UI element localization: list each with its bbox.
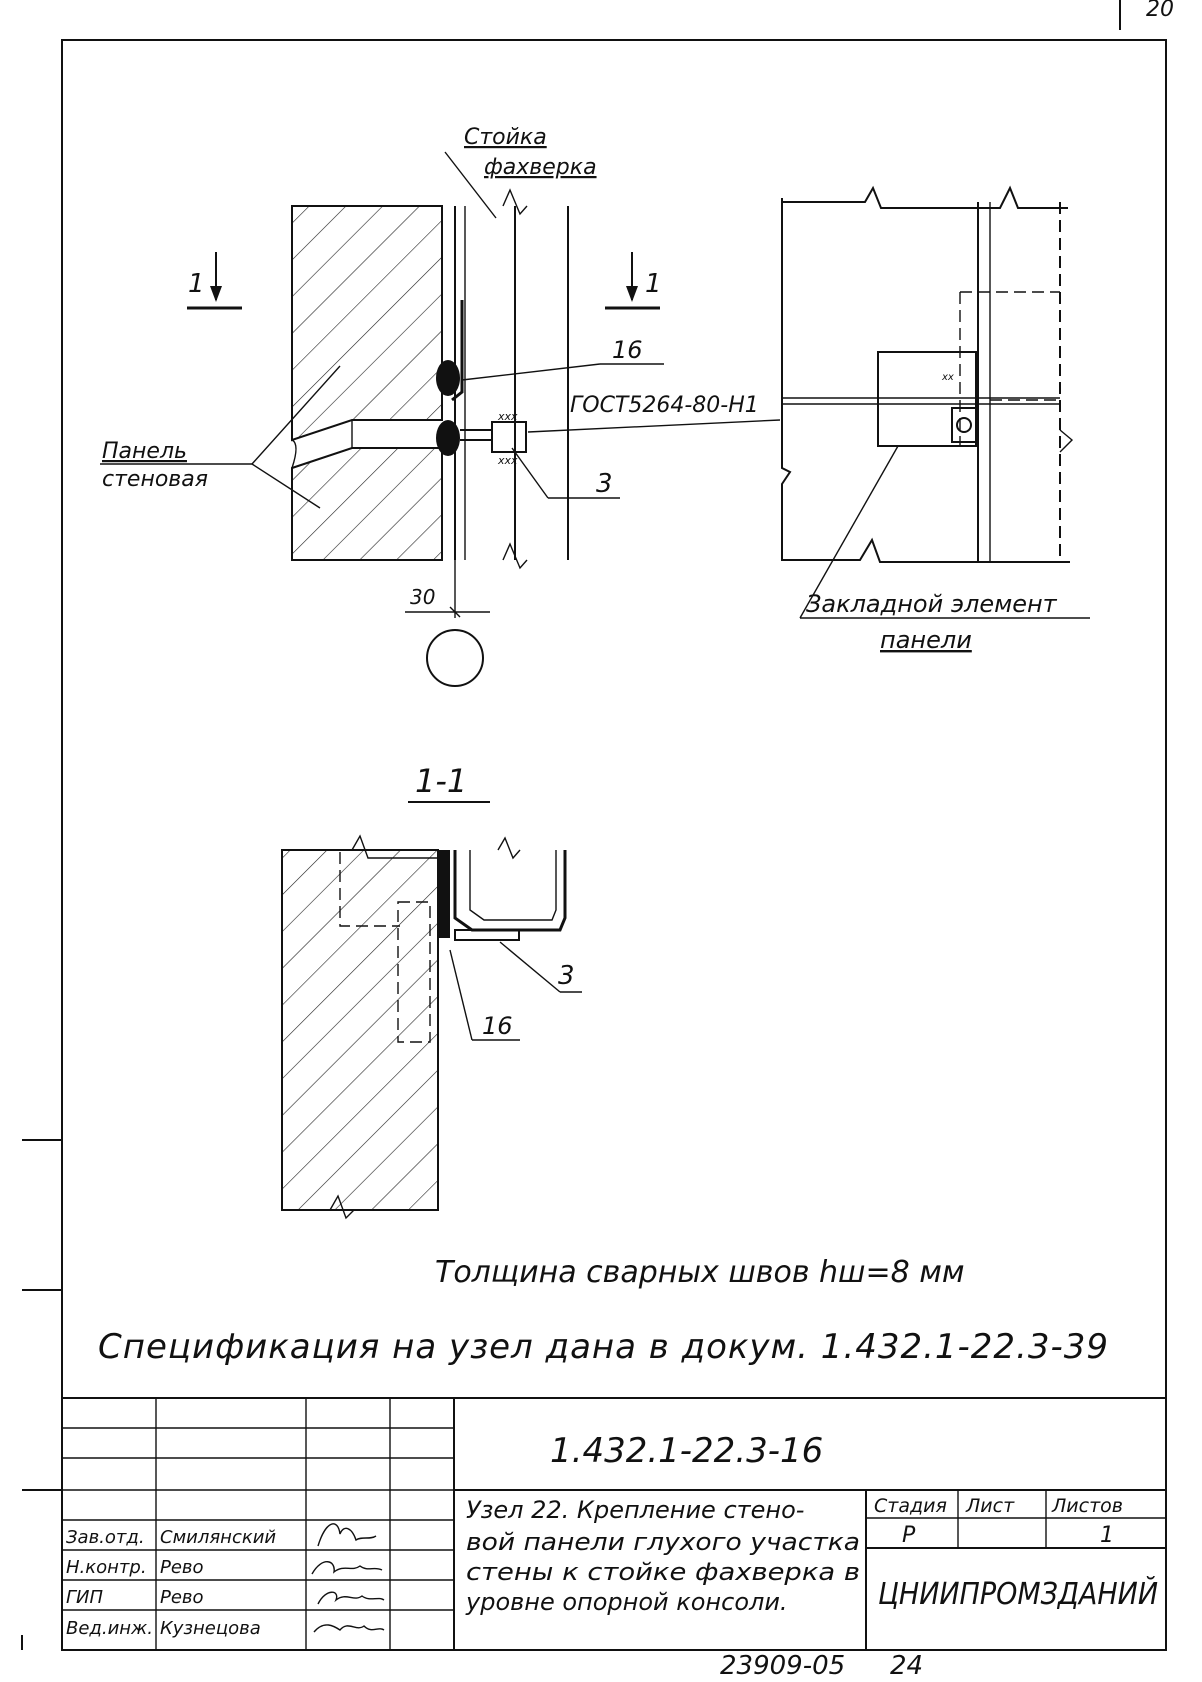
embedded-element-label-line2: панели	[880, 626, 972, 654]
signature-role-1: Зав.отд.	[66, 1527, 145, 1548]
side-view: xx Закладной элемент панели	[781, 185, 1090, 654]
organization-name: ЦНИИПРОМЗДАНИЙ	[878, 1576, 1158, 1612]
sheet-frame: 20	[21, 0, 1174, 1651]
section-item-16-label: 16	[482, 1012, 513, 1040]
document-code: 1.432.1-22.3-16	[550, 1431, 823, 1471]
signature-role-2: Н.контр.	[66, 1557, 147, 1578]
section-title: 1-1	[415, 762, 467, 800]
gap-dimension: 30	[410, 585, 435, 609]
weld-thickness-note: Толщина сварных швов hш=8 мм	[435, 1255, 965, 1290]
sheet-header: Лист	[965, 1495, 1015, 1517]
stage-header: Стадия	[874, 1495, 947, 1517]
handwritten-signature-1	[317, 1523, 377, 1547]
section-item-3-label: 3	[558, 961, 575, 991]
specification-note: Спецификация на узел дана в докум. 1.432…	[98, 1327, 1108, 1367]
section-mark-right: 1	[645, 269, 662, 299]
item-3-label: 3	[596, 469, 613, 499]
item-16-label: 16	[612, 336, 643, 364]
drawing-description-line3: стены к стойке фахверка в	[466, 1558, 860, 1586]
svg-text:xxx: xxx	[497, 410, 518, 423]
stage-value: Р	[902, 1523, 916, 1548]
notes: Толщина сварных швов hш=8 мм Спецификаци…	[98, 1255, 1108, 1367]
handwritten-signature-4	[313, 1624, 385, 1633]
drawing-description-line4: уровне опорной консоли.	[465, 1588, 788, 1616]
signature-role-3: ГИП	[66, 1587, 103, 1608]
embedded-element-label-line1: Закладной элемент	[806, 590, 1058, 618]
signature-role-4: Вед.инж.	[66, 1618, 153, 1639]
signature-name-2: Рево	[160, 1557, 204, 1578]
sheets-value: 1	[1100, 1523, 1114, 1548]
weld-gost-label: ГОСТ5264-80-Н1	[570, 393, 759, 418]
signature-name-3: Рево	[160, 1587, 204, 1608]
node-elevation-view: xxx xxx 30 1 1 Стойка фахверка Панель ст…	[100, 125, 781, 687]
panel-label-line1: Панель	[102, 439, 187, 464]
signature-name-4: Кузнецова	[160, 1618, 261, 1639]
section-mark-left: 1	[188, 269, 205, 299]
page-number: 24	[890, 1651, 923, 1681]
inventory-number: 23909-05	[720, 1651, 845, 1681]
section-1-1-view: 1-1 3 16	[281, 762, 582, 1220]
sheets-header: Листов	[1051, 1495, 1123, 1517]
footer: 23909-05 24	[720, 1651, 923, 1681]
handwritten-signature-3	[317, 1591, 385, 1605]
svg-text:xx: xx	[941, 372, 954, 383]
page-corner-number: 20	[1146, 0, 1174, 22]
post-label-line2: фахверка	[484, 155, 597, 180]
panel-label-line2: стеновая	[102, 467, 208, 492]
drawing-description-line2: вой панели глухого участка	[466, 1528, 860, 1556]
drawing-description-line1: Узел 22. Крепление стено-	[466, 1496, 804, 1524]
signature-name-1: Смилянский	[160, 1527, 276, 1548]
post-label-line1: Стойка	[464, 125, 547, 150]
svg-text:xxx: xxx	[497, 454, 518, 467]
handwritten-signature-2	[311, 1561, 383, 1575]
title-block: 1.432.1-22.3-16 Узел 22. Крепление стено…	[62, 1397, 1166, 1650]
